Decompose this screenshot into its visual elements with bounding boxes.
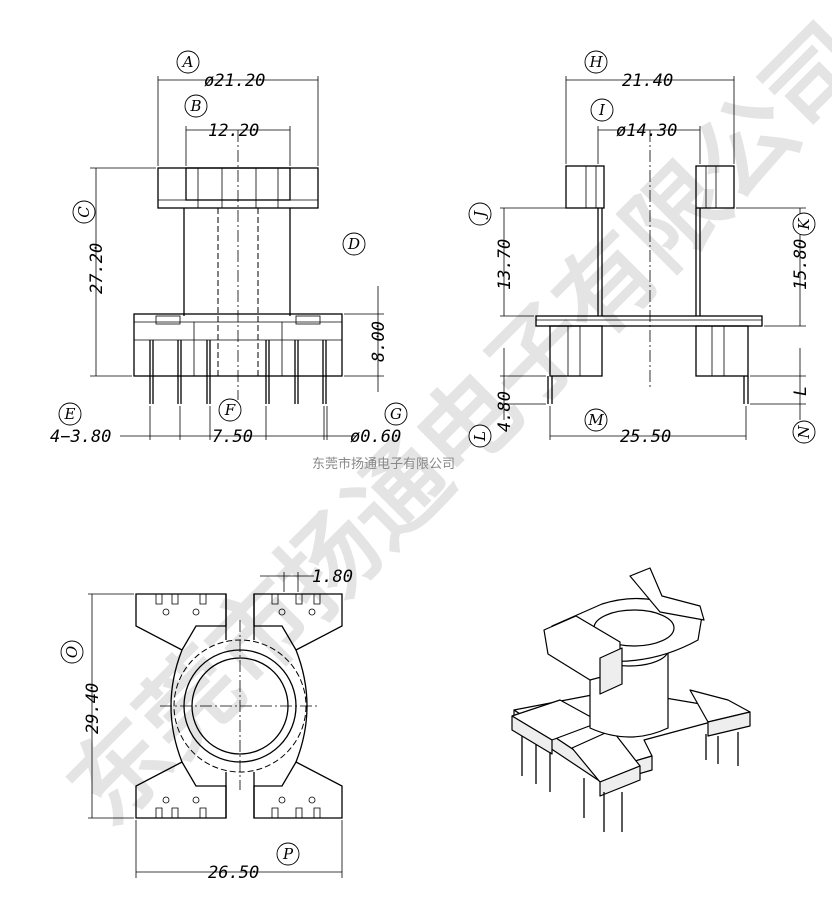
dim-C-text: 27.20 [87, 243, 107, 294]
dim-slot-text: 1.80 [312, 567, 353, 587]
svg-text:D: D [347, 235, 360, 253]
svg-text:C: C [75, 206, 93, 218]
dim-P-text: 26.50 [208, 863, 259, 883]
company-caption: 东莞市扬通电子有限公司 [312, 456, 455, 472]
dim-K-text: 15.80 [791, 239, 811, 290]
dim-D-text: 8.00 [369, 321, 389, 362]
svg-text:K: K [795, 218, 813, 231]
svg-text:N: N [795, 425, 813, 440]
svg-text:O: O [63, 646, 81, 658]
dim-O-text: 29.40 [83, 683, 103, 734]
svg-text:G: G [390, 405, 402, 423]
svg-text:J: J [471, 210, 489, 220]
svg-text:B: B [189, 97, 201, 115]
dim-B-text: 12.20 [208, 121, 259, 141]
svg-text:M: M [587, 411, 604, 429]
dim-J-text: 13.70 [495, 239, 515, 290]
dim-G-text: ø0.60 [350, 427, 401, 447]
dim-L-text: 4.80 [495, 391, 515, 432]
bottom-view: 1.80 29.40 26.50 O P [60, 567, 353, 883]
dim-E-text: 4−3.80 [50, 427, 111, 447]
svg-text:E: E [64, 405, 76, 423]
dim-A-text: ø21.20 [204, 71, 265, 91]
dim-F-text: 7.50 [212, 427, 253, 447]
svg-text:L: L [471, 431, 489, 442]
dim-H-text: 21.40 [622, 71, 673, 91]
svg-text:F: F [224, 401, 236, 419]
dim-M-text: 25.50 [620, 427, 671, 447]
front-view: ø21.20 12.20 27.20 8.00 4−3.80 7.50 ø0.6… [50, 50, 408, 447]
side-view: 21.40 ø14.30 13.70 15.80 4.80 L 25.50 H [468, 50, 816, 448]
svg-text:P: P [282, 845, 294, 863]
side-labels: H I J K L M N [468, 50, 816, 448]
dim-L-right-text: L [791, 386, 811, 396]
svg-text:H: H [588, 53, 603, 71]
front-pins [149, 340, 327, 404]
dim-I-text: ø14.30 [616, 121, 677, 141]
front-labels: A B C D E F G [58, 50, 408, 426]
svg-text:I: I [598, 101, 606, 119]
isometric-view [511, 567, 751, 832]
iso-pins [521, 732, 739, 832]
svg-text:A: A [181, 53, 194, 71]
